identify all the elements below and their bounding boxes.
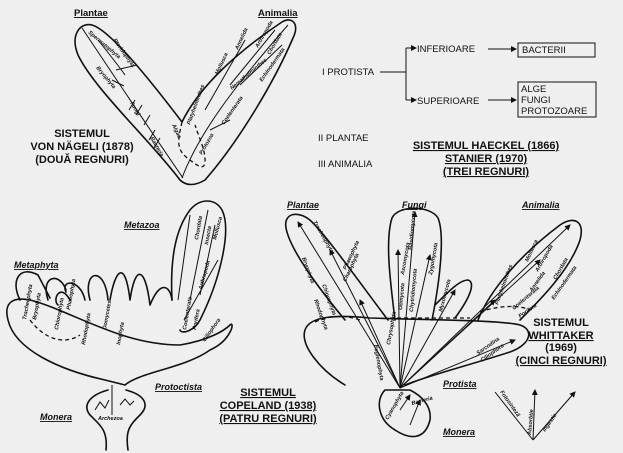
branch-label: Mollusca (212, 216, 224, 240)
branch-label: Zygomycota (428, 242, 440, 276)
branch-label: Rhodophyta (312, 299, 329, 331)
branch-label: Ciliophora (202, 317, 223, 343)
branch-label: Coelenterata (182, 296, 194, 330)
bacterii-box (517, 42, 596, 58)
nageli-diagram: Plantae Animalia Spermatophyta Pteridoph… (30, 8, 298, 186)
whittaker-animalia-lobe (477, 219, 582, 321)
copeland-metazoa-lobe (170, 200, 227, 333)
branch-label: Inophyta (116, 322, 126, 346)
nageli-title: (DOUĂ REGNURI) (35, 153, 129, 166)
copeland-monera-cup (86, 389, 146, 451)
haeckel-title: STANIER (1970) (445, 153, 528, 165)
whittaker-title: (1969) (545, 342, 577, 354)
branch-label: Bryophyta (300, 257, 315, 285)
group-label: PROTOZOARE (521, 106, 587, 117)
haeckel-animalia: III ANIMALIA (318, 159, 373, 170)
group-label: ALGE (521, 84, 546, 95)
branch-label: Rhodophyta (81, 313, 92, 346)
nageli-title: SISTEMUL (54, 128, 110, 140)
whittaker-fungi: Fungi (402, 200, 427, 210)
branch-label: Porifera (192, 309, 202, 331)
haeckel-bacterii: BACTERII (522, 45, 566, 56)
branch-label: Platyhelminthes (494, 264, 514, 306)
superior-groups-box (517, 81, 597, 118)
copeland-metazoa: Metazoa (124, 220, 160, 230)
copeland-monera: Monera (40, 412, 72, 422)
branch-label: Chrysophyta (386, 311, 398, 345)
branch-label: Platyhelminthes (186, 84, 206, 126)
whittaker-animalia: Animalia (521, 200, 560, 210)
whittaker-monera-lobe (378, 389, 431, 438)
whittaker-fungi-lobe (387, 207, 443, 321)
branch-label: Protozoa (199, 133, 216, 156)
nutrition-modes-arrows: Fotosinteză Absorbţie Ingestie (494, 389, 576, 441)
branch-label: Oomycota (398, 283, 406, 310)
whittaker-title: (CINCI REGNURI) (515, 355, 606, 367)
haeckel-inferioare: INFERIOARE (417, 44, 475, 55)
nutrition-mode-label: Ingestie (542, 413, 559, 433)
haeckel-title: SISTEMUL HAECKEL (1866) (413, 140, 560, 152)
nutrition-mode-label: Fotosinteză (498, 390, 520, 418)
branch-label: Arthropoda (534, 244, 555, 274)
copeland-title: COPELAND (1938) (220, 400, 317, 412)
whittaker-diagram: Plantae Fungi Animalia Protista Monera T… (284, 200, 607, 441)
whittaker-title: SISTEMUL (533, 317, 589, 329)
haeckel-protista: I PROTISTA (322, 67, 375, 78)
copeland-title: (PATRU REGNURI) (219, 413, 317, 425)
haeckel-superioare: SUPERIOARE (417, 96, 479, 107)
branch-label: Fungi (128, 101, 141, 117)
branch-label: Bryophyta (94, 65, 116, 90)
nageli-title: VON NÄGELI (1878) (30, 140, 134, 153)
branch-label: Coelenterata (221, 95, 245, 126)
whittaker-plantae-lobe (284, 213, 389, 321)
branch-label: Bryophyta (32, 293, 43, 321)
haeckel-title: (TREI REGNURI) (443, 166, 530, 178)
whittaker-title: WHITTAKER (528, 330, 593, 342)
branch-label: Ascomycota (400, 242, 412, 276)
whittaker-monera: Monera (443, 427, 475, 437)
branch-label: Chlorophyta (54, 297, 66, 330)
branch-label: Phaeophyta (66, 279, 77, 311)
whittaker-plantae: Plantae (287, 200, 319, 210)
copeland-protoctista: Protoctista (155, 382, 202, 392)
copeland-archezoa: Archezoa (97, 416, 123, 422)
copeland-metaphyta: Metaphyta (14, 260, 59, 270)
copeland-diagram: Metaphyta Metazoa Protoctista Monera Arc… (6, 200, 317, 451)
haeckel-plantae: II PLANTAE (318, 133, 369, 144)
branch-label: Chordata (194, 216, 204, 241)
nutrition-mode-label: Absorbţie (527, 409, 535, 436)
copeland-title: SISTEMUL (240, 387, 296, 399)
nageli-plantae-label: Plantae (74, 8, 108, 19)
haeckel-diagram: I PROTISTA INFERIOARE SUPERIOARE BACTERI… (318, 42, 597, 178)
branch-label: Basidiomycota (408, 211, 417, 250)
branch-label: Algae (170, 122, 182, 139)
branch-label: Insecta (204, 226, 213, 246)
branch-label: Chytridiomycota (409, 268, 419, 312)
whittaker-protista: Protista (443, 379, 477, 389)
branch-label: Oomycetes (102, 300, 113, 330)
whittaker-protista-body (303, 315, 530, 386)
group-label: FUNGI (521, 95, 551, 106)
nageli-plantae-lobe (74, 19, 297, 186)
copeland-protoctista-body (6, 298, 233, 386)
branch-label: Bacteria (411, 396, 434, 407)
branch-label: Mollusca (524, 239, 539, 263)
nageli-animalia-label: Animalia (258, 8, 298, 19)
